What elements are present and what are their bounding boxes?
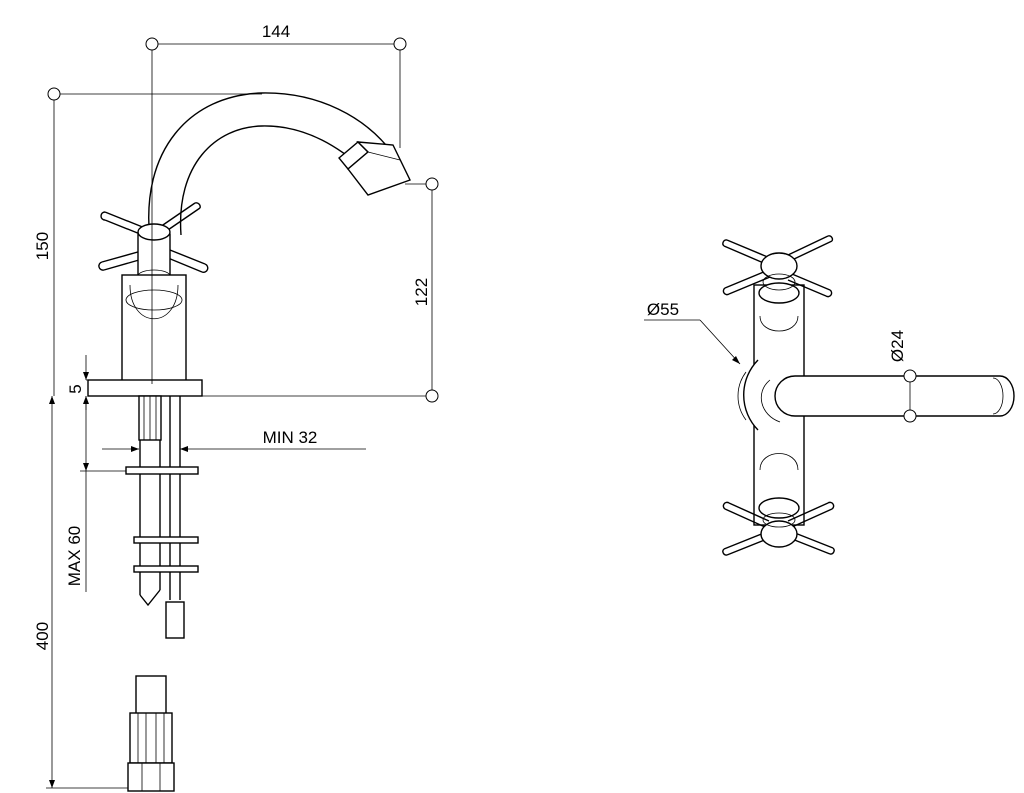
spout (148, 92, 411, 241)
dim-label-400: 400 (33, 622, 52, 650)
shank-assembly (125, 395, 199, 792)
mixer-body (87, 274, 203, 397)
plan-view: Ø55 Ø24 (644, 235, 1015, 556)
dimension-spout-height: 122 (202, 177, 439, 403)
dim-label-122: 122 (412, 278, 431, 306)
plan-bottom-cross-handle (722, 501, 835, 556)
dim-label-144: 144 (262, 22, 290, 41)
dim-label-diameter-55: Ø55 (647, 300, 679, 319)
dim-label-150: 150 (33, 232, 52, 260)
plan-top-cross-handle (722, 235, 834, 298)
dimension-total-height: 150 (33, 87, 262, 396)
dim-label-max-60: MAX 60 (65, 526, 84, 586)
dim-label-diameter-24: Ø24 (888, 330, 907, 362)
side-elevation-view: 144 150 122 5 (33, 22, 439, 792)
dimension-spout-reach: 144 (145, 22, 407, 384)
dimension-body-diameter: Ø55 (644, 300, 741, 365)
dim-label-5: 5 (66, 384, 85, 393)
cross-handle (98, 202, 209, 283)
dim-label-min-32: MIN 32 (263, 428, 318, 447)
dimension-spout-diameter: Ø24 (888, 330, 917, 423)
dimension-min-hole: MIN 32 (102, 428, 366, 452)
plan-spout (760, 375, 1015, 423)
dimension-max-deck: MAX 60 (65, 396, 126, 592)
dimension-hose-length: 400 (33, 396, 128, 789)
